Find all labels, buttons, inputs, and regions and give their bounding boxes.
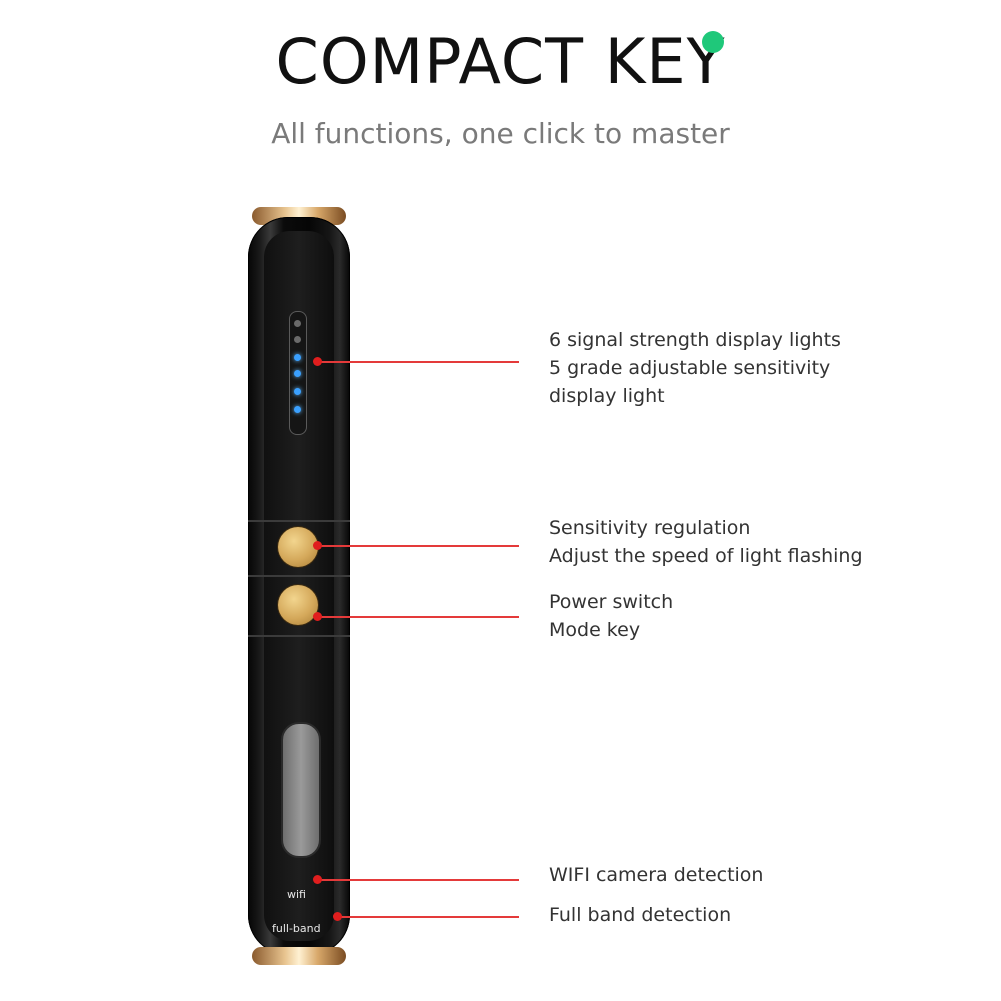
callout-line bbox=[318, 616, 519, 618]
page-subtitle: All functions, one click to master bbox=[271, 117, 730, 150]
callout-line-text: Sensitivity regulation bbox=[549, 517, 751, 539]
callout-line bbox=[318, 879, 519, 881]
callout-dot bbox=[333, 912, 342, 921]
callout-line-text: Adjust the speed of light flashing bbox=[549, 545, 863, 567]
callout-line-text: Full band detection bbox=[549, 904, 732, 926]
signal-light bbox=[294, 354, 301, 361]
callout-dot bbox=[313, 541, 322, 550]
callout-line-text: 5 grade adjustable sensitivity bbox=[549, 357, 831, 379]
callout-wifi: WIFI camera detection bbox=[549, 861, 763, 889]
sensitivity-button[interactable] bbox=[278, 527, 318, 567]
signal-light bbox=[294, 320, 301, 327]
accent-dot bbox=[702, 31, 724, 53]
body-seam bbox=[248, 575, 350, 577]
callout-fullband: Full band detection bbox=[549, 901, 731, 929]
callout-line bbox=[318, 361, 519, 363]
callout-dot bbox=[313, 357, 322, 366]
callout-power: Power switch Mode key bbox=[549, 588, 673, 644]
detector-device: wifi full-band bbox=[248, 207, 350, 965]
wifi-label: wifi bbox=[287, 888, 306, 901]
callout-line-text: Mode key bbox=[549, 619, 641, 641]
signal-light bbox=[294, 388, 301, 395]
callout-line bbox=[338, 916, 519, 918]
callout-signal-lights: 6 signal strength display lights 5 grade… bbox=[549, 326, 841, 410]
sensor-window bbox=[281, 722, 321, 858]
callout-line bbox=[318, 545, 519, 547]
callout-line-text: 6 signal strength display lights bbox=[549, 329, 841, 351]
body-seam bbox=[248, 635, 350, 637]
signal-light bbox=[294, 370, 301, 377]
body-seam bbox=[248, 520, 350, 522]
callout-line-text: Power switch bbox=[549, 591, 674, 613]
callout-sensitivity: Sensitivity regulation Adjust the speed … bbox=[549, 514, 863, 570]
fullband-label: full-band bbox=[272, 922, 321, 935]
bottom-gold-cap bbox=[252, 947, 346, 965]
callout-dot bbox=[313, 875, 322, 884]
power-mode-button[interactable] bbox=[278, 585, 318, 625]
callout-line-text: WIFI camera detection bbox=[549, 864, 764, 886]
signal-light bbox=[294, 336, 301, 343]
callout-line-text: display light bbox=[549, 385, 665, 407]
device-body: wifi full-band bbox=[248, 217, 350, 955]
signal-light-window bbox=[289, 311, 307, 435]
page-title: COMPACT KEY bbox=[275, 25, 726, 98]
callout-dot bbox=[313, 612, 322, 621]
signal-light bbox=[294, 406, 301, 413]
